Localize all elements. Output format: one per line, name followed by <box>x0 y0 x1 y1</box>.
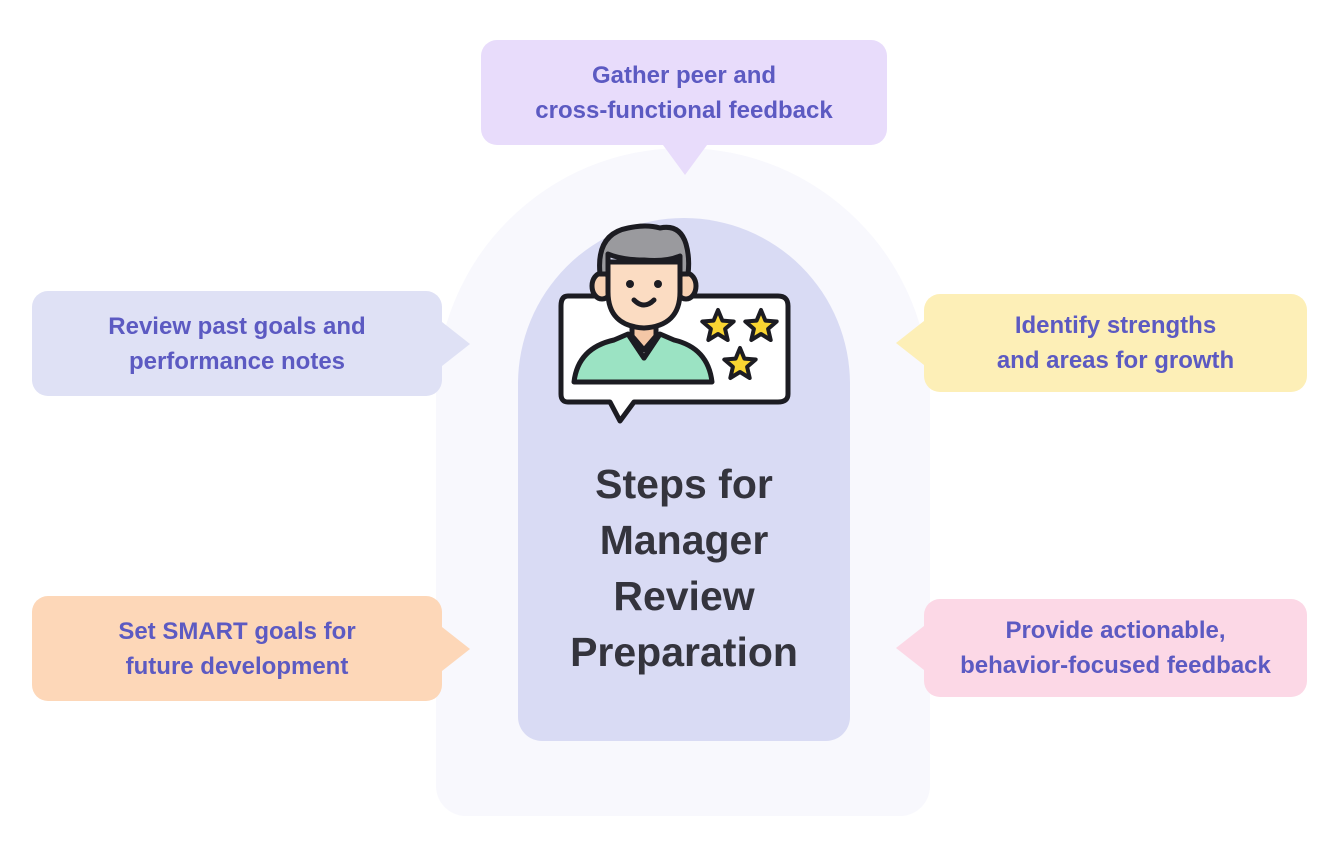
step-text: Gather peer and cross-functional feedbac… <box>535 61 833 124</box>
step-text: Set SMART goals for future development <box>118 617 356 680</box>
step-callout-review-past-goals: Review past goals and performance notes <box>32 291 442 396</box>
callout-pointer <box>896 321 924 365</box>
diagram-title-text: Steps for Manager Review Preparation <box>570 461 798 675</box>
callout-pointer <box>442 322 470 366</box>
callout-pointer <box>663 145 707 175</box>
step-callout-peer-feedback: Gather peer and cross-functional feedbac… <box>481 40 887 145</box>
step-callout-smart-goals: Set SMART goals for future development <box>32 596 442 701</box>
step-callout-strengths-growth: Identify strengths and areas for growth <box>924 294 1307 392</box>
step-text: Review past goals and performance notes <box>108 312 366 375</box>
step-callout-actionable-feedback: Provide actionable, behavior-focused fee… <box>924 599 1307 697</box>
callout-pointer <box>442 627 470 671</box>
step-text: Identify strengths and areas for growth <box>996 312 1235 374</box>
callout-pointer <box>896 626 924 670</box>
diagram-title: Steps for Manager Review Preparation <box>518 456 850 680</box>
manager-review-icon <box>558 223 791 424</box>
step-text: Provide actionable, behavior-focused fee… <box>960 617 1271 679</box>
